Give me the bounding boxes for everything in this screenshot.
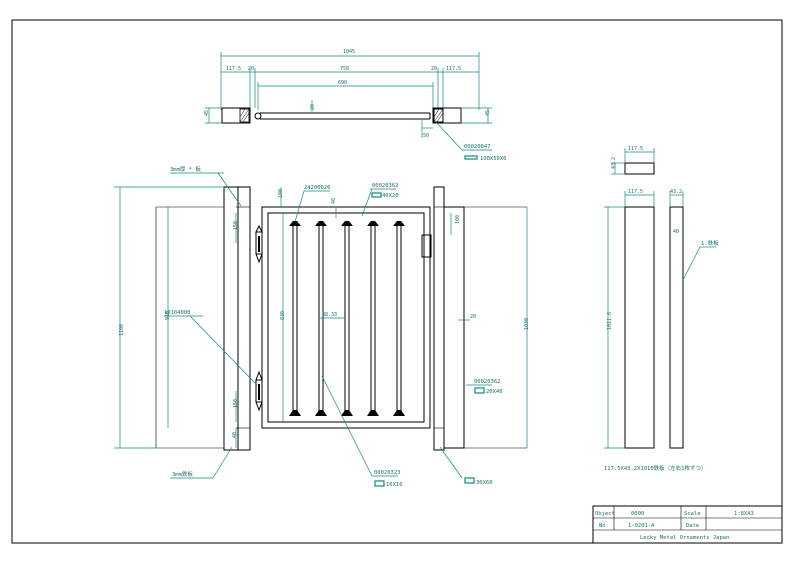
- side-plate-label: 1.鉄板: [701, 239, 719, 247]
- side-dim-height: 1011.6: [607, 312, 613, 330]
- label-rail-size: 40X20: [382, 193, 399, 199]
- plan-dim-right-post: 117.5: [446, 66, 461, 72]
- elev-dim-leaf-inner: 830: [280, 311, 286, 320]
- hinge-bottom: [255, 370, 263, 412]
- elev-dim-top-gap: 100: [278, 189, 284, 198]
- label-post-code: 10104000: [164, 310, 191, 316]
- drawing-frame: [11, 19, 783, 544]
- elev-dim-height-total: 1100: [119, 324, 125, 336]
- plan-dim-left-post: 117.5: [226, 66, 241, 72]
- label-bar-code: 00020323: [374, 470, 401, 476]
- side-note: 117.5X43.2X1010鉄板（左右1枚ずつ）: [604, 464, 706, 472]
- plan-dim-overall: 1045: [343, 49, 355, 55]
- side-dim-thickness: 43.2: [670, 189, 682, 195]
- elev-dim-bottom-gap: 40: [232, 432, 238, 438]
- plan-dim-bar: 20: [310, 104, 316, 110]
- elev-dim-right-height: 1030: [524, 318, 530, 330]
- label-foot-size: 30X60: [476, 480, 493, 486]
- tb-date-label: Date: [686, 523, 699, 529]
- elev-dim-hinge-bottom: 150: [233, 399, 239, 408]
- label-plate-top: 3mm厚 * 板: [170, 165, 201, 173]
- plan-callout-size: 100X50X6: [480, 156, 507, 162]
- plan-dim-left-gap: 20: [248, 66, 254, 72]
- plan-dim-side-left: 45: [204, 110, 210, 116]
- label-rail-code: 00020362: [372, 183, 399, 189]
- tb-object-label: Object: [595, 511, 615, 517]
- plan-dim-side-right: 45: [485, 110, 491, 116]
- side-dim-width: 117.5: [628, 189, 643, 195]
- side-dim-top-thickness: 43.2: [611, 157, 617, 169]
- hinge-top: [255, 224, 263, 264]
- plan-view: 1045 117.5 20 750 20 117.5 690 20: [204, 49, 507, 162]
- plan-callout-code: 00020047: [464, 144, 491, 150]
- front-elevation: 1100 910 830 1030 100 150 150 40 40 88.3…: [114, 165, 530, 488]
- plan-dim-right-gap: 20: [431, 66, 437, 72]
- plan-dim-leaf: 690: [338, 80, 347, 86]
- plan-dim-stop: 50: [423, 133, 429, 139]
- plan-dim-inner: 750: [340, 66, 349, 72]
- elev-dim-hinge-top: 150: [233, 221, 239, 230]
- tb-object-value: 0000: [631, 511, 644, 517]
- title-block: Object 0000 Scale 1:8XA3 No 1-0201-A Dat…: [592, 505, 783, 544]
- side-dim-depth: 40: [673, 229, 679, 235]
- side-dim-top-width: 117.5: [628, 146, 643, 152]
- label-right-size: 20X40: [486, 389, 503, 395]
- tb-scale-label: Scale: [684, 511, 701, 517]
- tb-company: Lecky Metal Ornaments Japan: [640, 535, 729, 541]
- elev-dim-top-rail: 40: [331, 198, 337, 204]
- side-view: 43.2 117.5 117.5 1011.6 43.2 40 1.鉄板 117…: [604, 146, 719, 472]
- elev-dim-bar-width: 20: [470, 314, 476, 320]
- pickets: [289, 221, 405, 416]
- label-bar-size: 16X16: [386, 482, 403, 488]
- tb-no-value: 1-0201-A: [628, 523, 655, 529]
- tb-no-label: No: [599, 523, 606, 529]
- tb-scale-value: 1:8XA3: [734, 511, 754, 517]
- elev-dim-right-top: 100: [455, 215, 461, 224]
- label-right-code: 00020362: [474, 379, 501, 385]
- elev-dim-picket-space: 88.33: [322, 312, 337, 318]
- label-ornament-code: 24200026: [304, 185, 331, 191]
- label-plate-bottom: 3mm鉄板: [172, 470, 193, 478]
- elev-dim-post-inner: 910: [165, 311, 171, 320]
